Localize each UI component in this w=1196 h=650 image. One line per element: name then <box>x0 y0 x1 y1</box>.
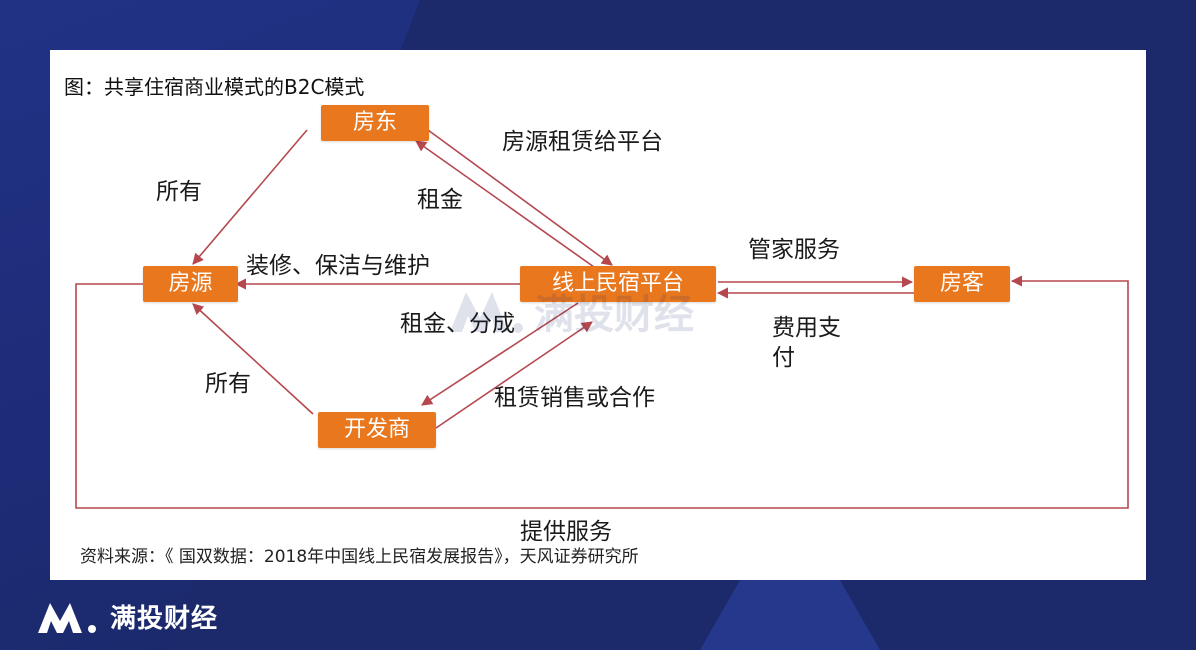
label-rent-share: 租金、分成 <box>400 304 515 338</box>
arrow-landlord-to-platform <box>427 129 613 266</box>
figure-panel: 图：共享住宿商业模式的B2C模式 房东 房源 线上民宿平台 房客 开发商 房源租… <box>50 50 1146 580</box>
watermark-text: 满投财经 <box>534 292 694 338</box>
arrow-landlord-to-housing <box>192 129 308 265</box>
arrow-platform-to-landlord <box>415 140 595 268</box>
footer-brand-text: 满投财经 <box>110 604 219 634</box>
arrow-developer-to-platform <box>435 321 593 429</box>
label-butler: 管家服务 <box>748 237 840 263</box>
label-owns-top: 所有 <box>156 179 202 205</box>
label-provide-service: 提供服务 <box>520 519 612 545</box>
label-fee-line2: 付 <box>772 345 795 371</box>
arrow-provide-service-loop <box>75 275 1129 509</box>
label-decor: 装修、保洁与维护 <box>246 253 430 279</box>
label-fee-line1: 费用支 <box>772 315 841 341</box>
footer-logo: 满投财经 <box>36 598 218 635</box>
brand-logo-icon <box>38 602 96 633</box>
label-owns-bottom: 所有 <box>205 371 251 397</box>
watermark-logo-icon <box>450 292 523 333</box>
node-landlord: 房东 <box>321 105 429 141</box>
node-guest: 房客 <box>914 266 1010 302</box>
watermark: 满投财经 <box>446 282 694 340</box>
arrow-platform-to-developer <box>421 302 579 406</box>
label-rent-to-platform: 房源租赁给平台 <box>502 129 663 155</box>
node-platform: 线上民宿平台 <box>520 266 716 302</box>
label-lease-sale: 租赁销售或合作 <box>494 385 655 411</box>
node-developer: 开发商 <box>318 412 436 448</box>
node-housing: 房源 <box>143 266 238 302</box>
figure-title: 图：共享住宿商业模式的B2C模式 <box>64 75 365 99</box>
arrow-layer <box>75 129 1129 509</box>
arrow-developer-to-housing <box>192 303 314 415</box>
figure-source: 资料来源：《 国双数据：2018年中国线上民宿发展报告》，天风证券研究所 <box>80 547 639 567</box>
label-rent-top: 租金 <box>417 187 463 213</box>
